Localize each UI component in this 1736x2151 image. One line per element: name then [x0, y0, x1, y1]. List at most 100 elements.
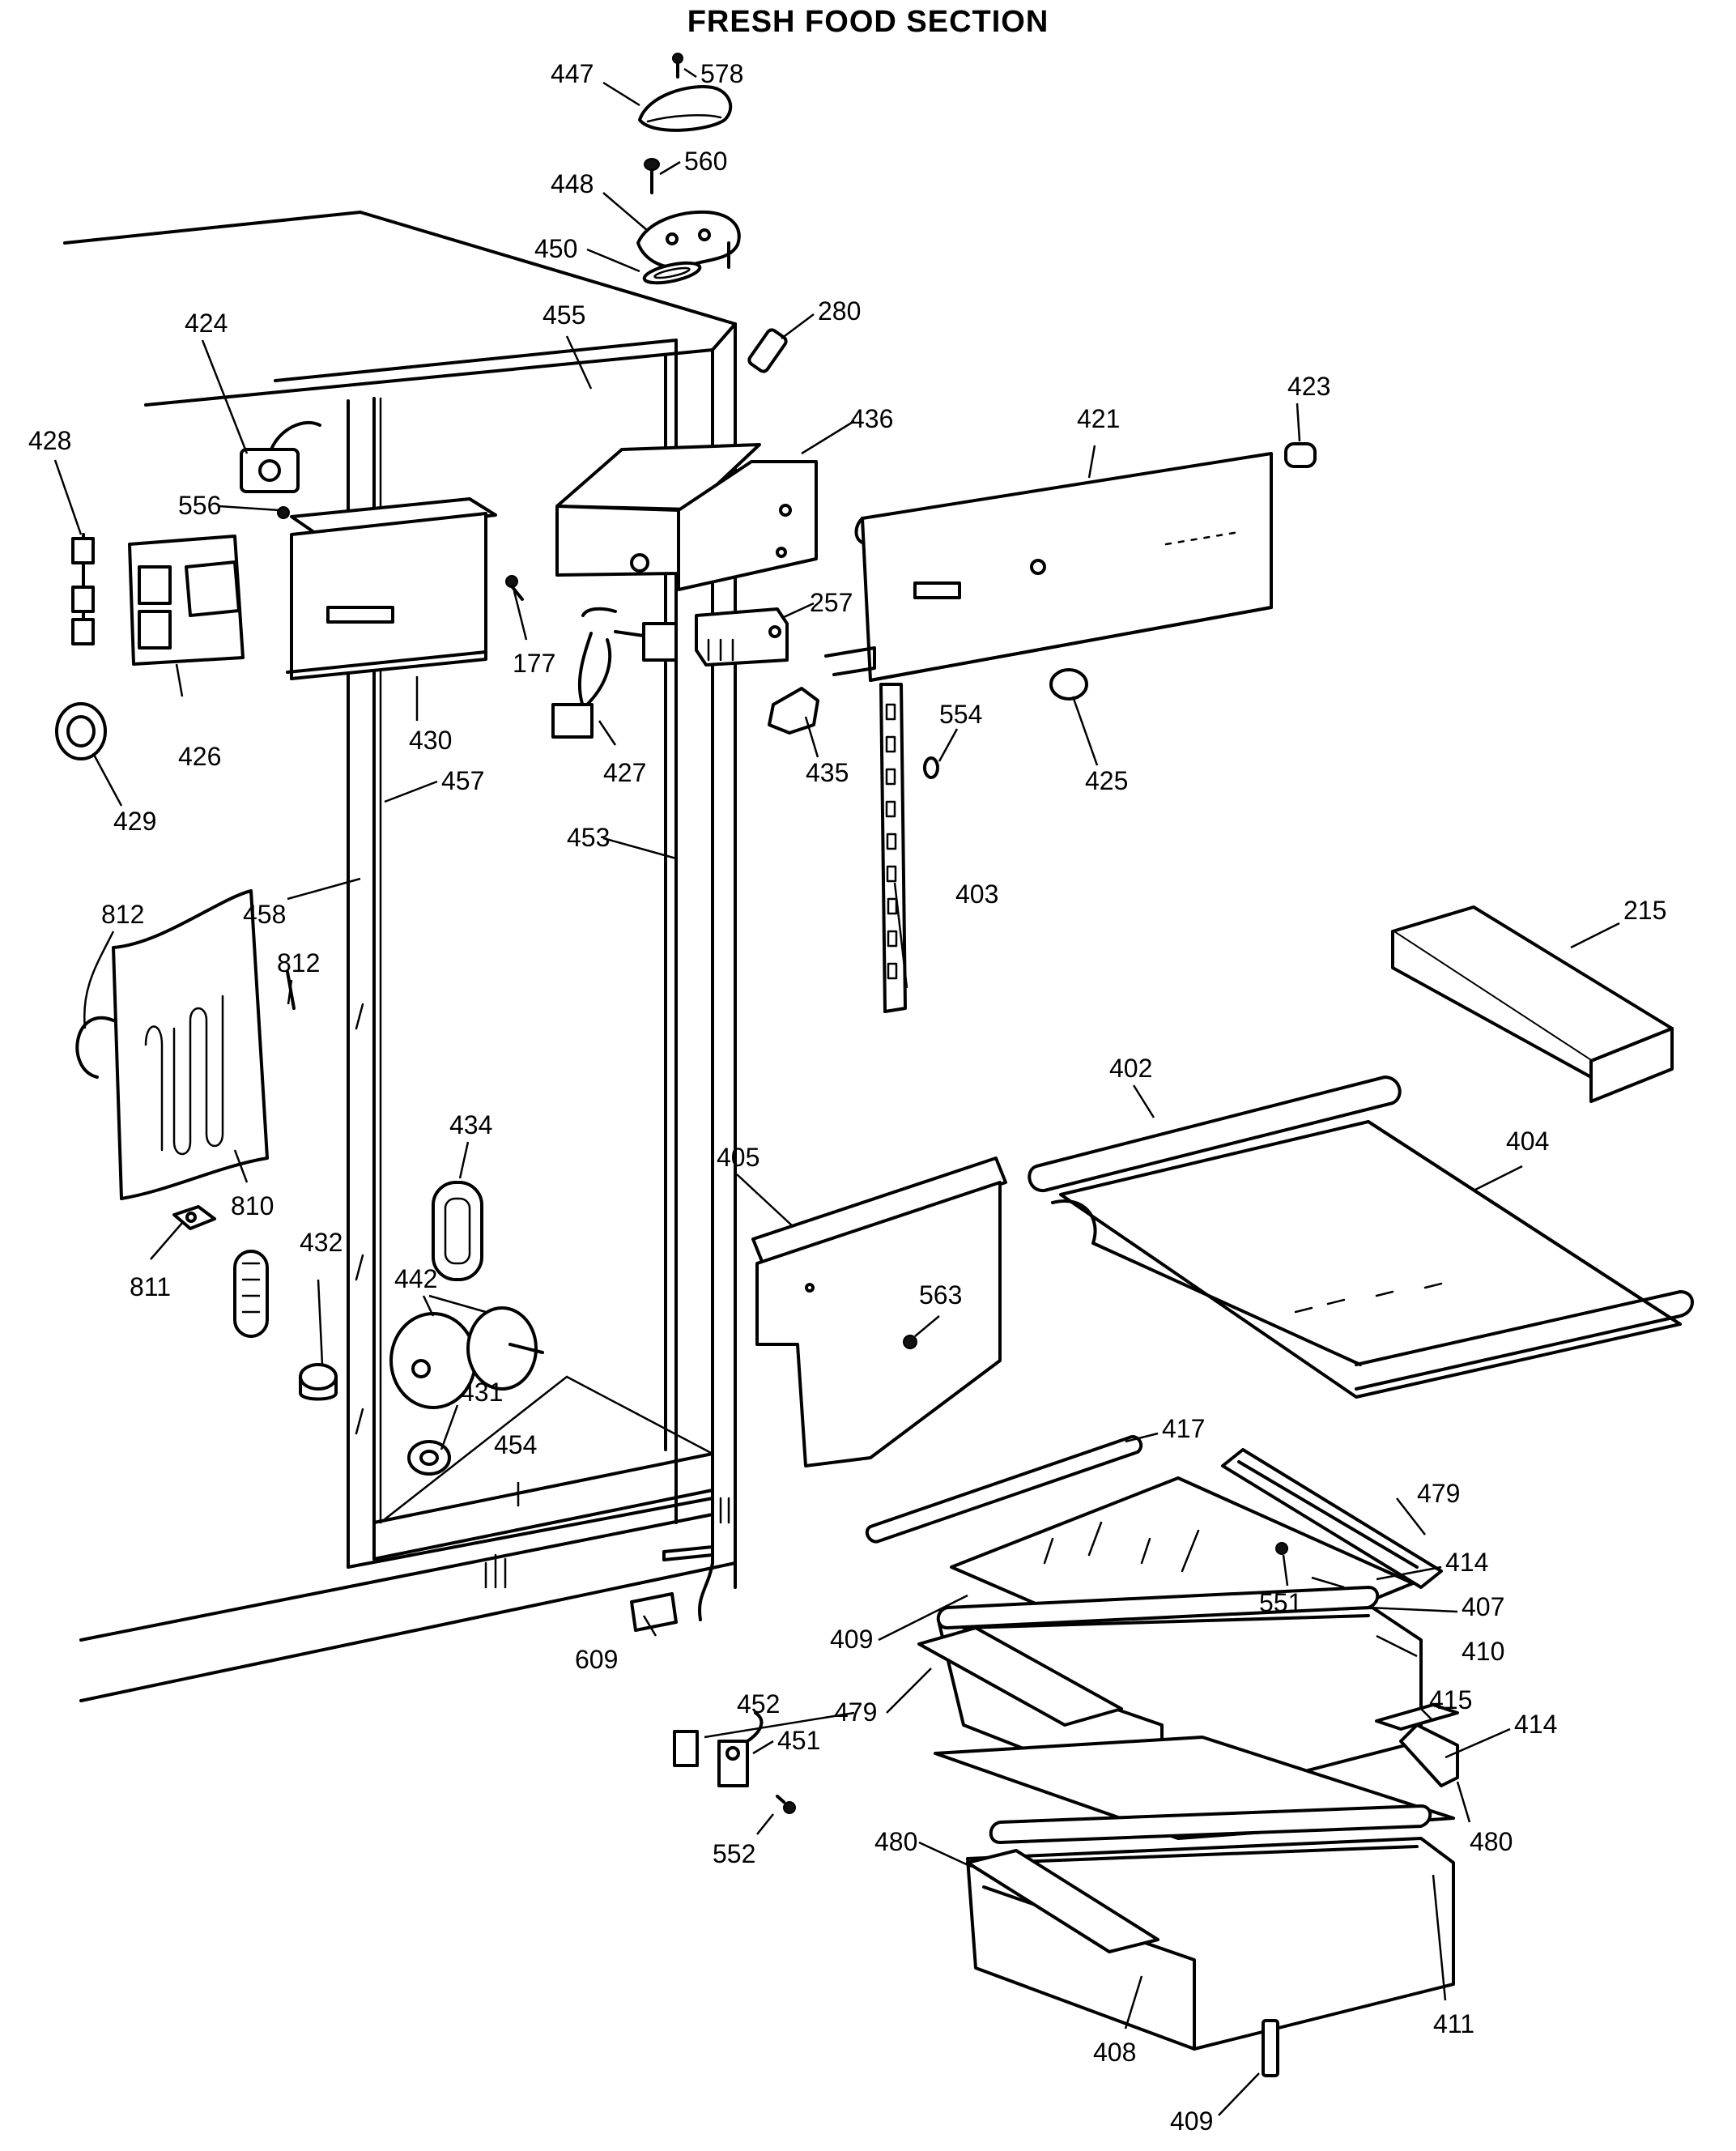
callout-480-left: 480	[874, 1827, 917, 1856]
screw-560	[644, 158, 660, 194]
screw-551	[1275, 1542, 1288, 1555]
callout-417: 417	[1162, 1414, 1205, 1443]
callout-578: 578	[700, 59, 743, 88]
leader-lines	[53, 67, 1620, 2116]
callout-448: 448	[551, 169, 594, 198]
top-hinge-cover-447	[638, 85, 733, 132]
callout-434: 434	[449, 1110, 492, 1139]
relay-257	[695, 607, 789, 667]
callout-609: 609	[575, 1645, 618, 1674]
callout-435: 435	[806, 758, 849, 787]
callout-414-bottom: 414	[1514, 1710, 1557, 1739]
control-housing-430	[286, 497, 497, 680]
callout-426: 426	[178, 742, 221, 771]
callout-414-top: 414	[1445, 1548, 1488, 1577]
slide-480-right	[1399, 1723, 1459, 1787]
hinge-448	[636, 210, 741, 270]
callout-403: 403	[955, 880, 998, 909]
callout-257: 257	[810, 588, 853, 617]
callout-421: 421	[1077, 404, 1120, 433]
callout-215: 215	[1623, 896, 1666, 925]
callout-454: 454	[494, 1430, 537, 1459]
callout-812-right: 812	[277, 948, 320, 978]
cover-421	[824, 452, 1273, 682]
damper-442	[389, 1306, 544, 1409]
clip-435	[768, 687, 819, 735]
shelf-bin-215	[1391, 905, 1674, 1103]
rail-417	[865, 1435, 1143, 1544]
callout-429: 429	[113, 807, 156, 836]
callout-409-bottom: 409	[1170, 2106, 1213, 2136]
screw-552	[776, 1795, 796, 1814]
hinge-bracket-428	[71, 533, 95, 645]
knob-425	[1049, 668, 1088, 701]
callout-411: 411	[1433, 2009, 1474, 2038]
diagram-title: FRESH FOOD SECTION	[687, 5, 1049, 39]
slide-480-left	[966, 1849, 1159, 1953]
callout-447: 447	[551, 59, 594, 88]
plug-280	[747, 328, 788, 373]
callout-810: 810	[231, 1191, 274, 1220]
callout-425: 425	[1085, 766, 1128, 795]
callout-402: 402	[1109, 1054, 1152, 1083]
callout-408: 408	[1093, 2038, 1136, 2067]
callout-480-right: 480	[1470, 1827, 1513, 1856]
heater-812	[75, 889, 296, 1200]
knob-431	[407, 1440, 451, 1476]
callout-410: 410	[1462, 1637, 1504, 1666]
callout-457: 457	[441, 766, 484, 795]
shim-450	[642, 261, 702, 285]
callout-554: 554	[939, 700, 982, 729]
callout-405: 405	[717, 1143, 760, 1172]
grille-434	[432, 1181, 483, 1281]
shelf-bracket-405	[751, 1156, 1007, 1467]
clip-811	[172, 1205, 216, 1230]
thermostat-424	[240, 420, 321, 493]
callout-432: 432	[300, 1228, 343, 1257]
callout-452: 452	[737, 1689, 780, 1719]
shelf-rail-402	[1028, 1076, 1402, 1193]
callout-811: 811	[130, 1272, 171, 1301]
screw-554	[923, 756, 939, 779]
callout-812-left: 812	[101, 900, 144, 929]
callout-556: 556	[178, 491, 221, 520]
callout-407: 407	[1462, 1592, 1504, 1621]
screw-177	[505, 575, 524, 601]
screw-563	[903, 1335, 917, 1349]
callout-450: 450	[534, 234, 577, 263]
callout-409-top: 409	[830, 1625, 873, 1654]
callout-451: 451	[777, 1726, 820, 1755]
glass-shelf-404	[1051, 1120, 1694, 1399]
slide-479-left	[917, 1626, 1123, 1727]
plug-432	[299, 1363, 338, 1401]
callout-labels: 447 578 560 448 450 280 455 424 436 421 …	[28, 59, 1666, 2136]
rail-415	[1375, 1703, 1459, 1731]
callout-430: 430	[409, 726, 452, 755]
screw-556	[277, 506, 290, 519]
callout-404: 404	[1506, 1127, 1549, 1156]
wiring-harness-427	[551, 607, 678, 739]
knob-429	[55, 702, 107, 760]
switch-609	[630, 1592, 678, 1632]
callout-551: 551	[1259, 1588, 1302, 1617]
fan-shroud-436	[555, 443, 818, 591]
callout-560: 560	[684, 147, 727, 176]
callout-442: 442	[394, 1264, 437, 1293]
callout-427: 427	[603, 758, 646, 787]
callout-453: 453	[567, 823, 610, 852]
callout-424: 424	[185, 309, 228, 338]
slide-479-right	[1221, 1448, 1443, 1589]
bracket-451	[717, 1711, 764, 1787]
callout-431: 431	[460, 1378, 503, 1407]
callout-458: 458	[243, 900, 286, 929]
housing-426	[128, 535, 245, 666]
callout-455: 455	[542, 300, 585, 330]
callout-479-right: 479	[1417, 1479, 1460, 1508]
callout-436: 436	[850, 404, 893, 433]
plate-452	[673, 1730, 699, 1767]
callout-415: 415	[1429, 1685, 1472, 1714]
shelf-ladder-403	[879, 683, 907, 1013]
callout-280: 280	[818, 296, 861, 326]
callout-423: 423	[1287, 372, 1330, 401]
